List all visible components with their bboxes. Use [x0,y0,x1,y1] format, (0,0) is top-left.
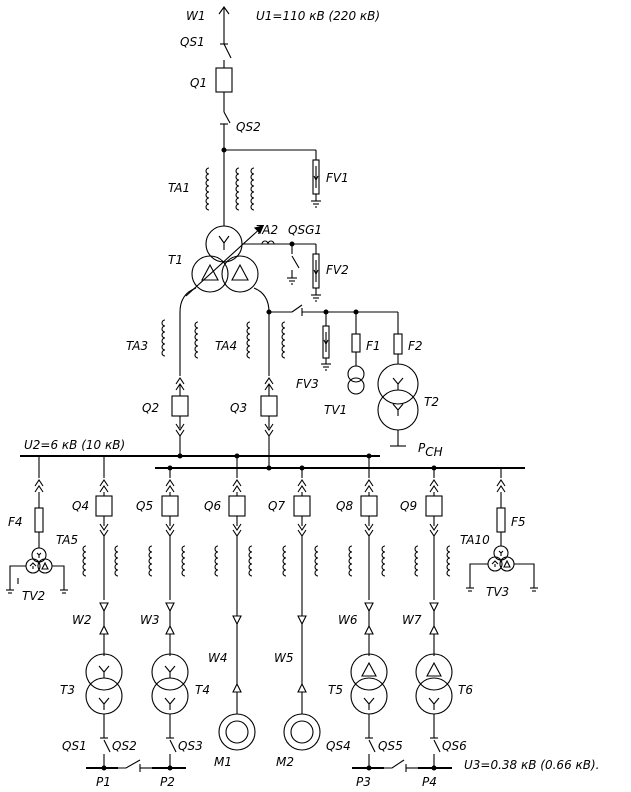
label-t5: T5 [328,683,343,697]
transformer-t2 [377,363,419,447]
label-qs6: QS6 [442,739,467,753]
voltage-u2-label: U2=6 кВ (10 кВ) [24,438,125,452]
label-ta10: TA10 [460,533,490,547]
label-f4: F4 [8,515,23,529]
label-ta5: TA5 [56,533,78,547]
fuse-f2 [393,333,403,364]
label-q1: Q1 [190,76,207,90]
label-w5: W5 [274,651,294,665]
arrester-fv2 [311,253,321,302]
transformer-t5 [350,653,388,738]
psn-label: РСН [418,441,443,459]
label-qs5: QS5 [378,739,403,753]
ct-groups-feeders [82,545,451,577]
label-fv1: FV1 [326,171,349,185]
vt-cell-left [6,456,68,594]
feeder-q5 [161,468,179,656]
psn-sub: СН [425,445,442,459]
vt-cell-right [466,468,538,592]
psn-main: Р [418,441,426,455]
label-ta3: TA3 [126,339,148,353]
t1-lv-legs [179,287,399,376]
transformer-t3 [85,653,123,738]
label-q8: Q8 [336,499,353,513]
ct-group-ta4 [246,321,286,359]
label-t2: T2 [424,395,439,409]
transformer-t4 [151,653,189,738]
feeder-q8 [360,456,378,656]
label-w1: W1 [186,9,206,23]
label-qs4: QS4 [326,739,351,753]
label-qs2-top: QS2 [236,120,261,134]
arrester-fv3 [321,325,331,371]
label-ta1: TA1 [168,181,190,195]
label-qsg1: QSG1 [288,223,322,237]
label-q6: Q6 [204,499,221,513]
arrester-fv1 [311,159,321,208]
label-p3: P3 [356,775,371,789]
transformer-t1 [185,225,317,297]
ct-group-ta3 [161,319,199,359]
label-p2: P2 [160,775,175,789]
label-ta2: TA2 [256,223,278,237]
feeder-q6 [218,456,256,751]
lv-switchgear [86,737,452,772]
label-f1: F1 [366,339,381,353]
label-tv1: TV1 [324,403,347,417]
label-w7: W7 [402,613,422,627]
label-qs2-bottom: QS2 [112,739,137,753]
label-f2: F2 [408,339,423,353]
label-ta4: TA4 [215,339,237,353]
breaker-q2 [171,377,189,456]
label-q4: Q4 [72,499,89,513]
label-t1: T1 [168,253,183,267]
voltage-u3-label: U3=0.38 кВ (0.66 кВ). [464,758,600,772]
label-qs3: QS3 [178,739,203,753]
label-p4: P4 [422,775,437,789]
vt-tv1 [347,365,365,395]
feeder-q4 [95,456,113,656]
feeder-q7 [283,468,321,751]
label-qs1-bottom: QS1 [62,739,87,753]
label-w4: W4 [208,651,228,665]
label-w3: W3 [140,613,160,627]
ct-group-ta1 [205,167,255,211]
voltage-u1-label: U1=110 кВ (220 кВ) [256,9,380,23]
busbar-6kv [20,453,525,471]
label-w2: W2 [72,613,92,627]
label-q5: Q5 [136,499,153,513]
hv-feeder [215,6,317,226]
label-t4: T4 [195,683,210,697]
label-m2: M2 [276,755,294,769]
label-t6: T6 [458,683,473,697]
label-q9: Q9 [400,499,417,513]
label-m1: M1 [214,755,232,769]
label-t3: T3 [60,683,75,697]
label-fv3: FV3 [296,377,319,391]
fuse-f1 [351,333,361,366]
label-q7: Q7 [268,499,285,513]
label-p1: P1 [96,775,111,789]
label-tv2: TV2 [22,589,45,603]
label-qs1-top: QS1 [180,35,205,49]
label-q3: Q3 [230,401,247,415]
label-q2: Q2 [142,401,159,415]
transformer-t6 [415,653,453,738]
label-f5: F5 [511,515,526,529]
label-fv2: FV2 [326,263,349,277]
label-tv3: TV3 [486,585,509,599]
label-w6: W6 [338,613,358,627]
feeder-q9 [425,468,443,656]
